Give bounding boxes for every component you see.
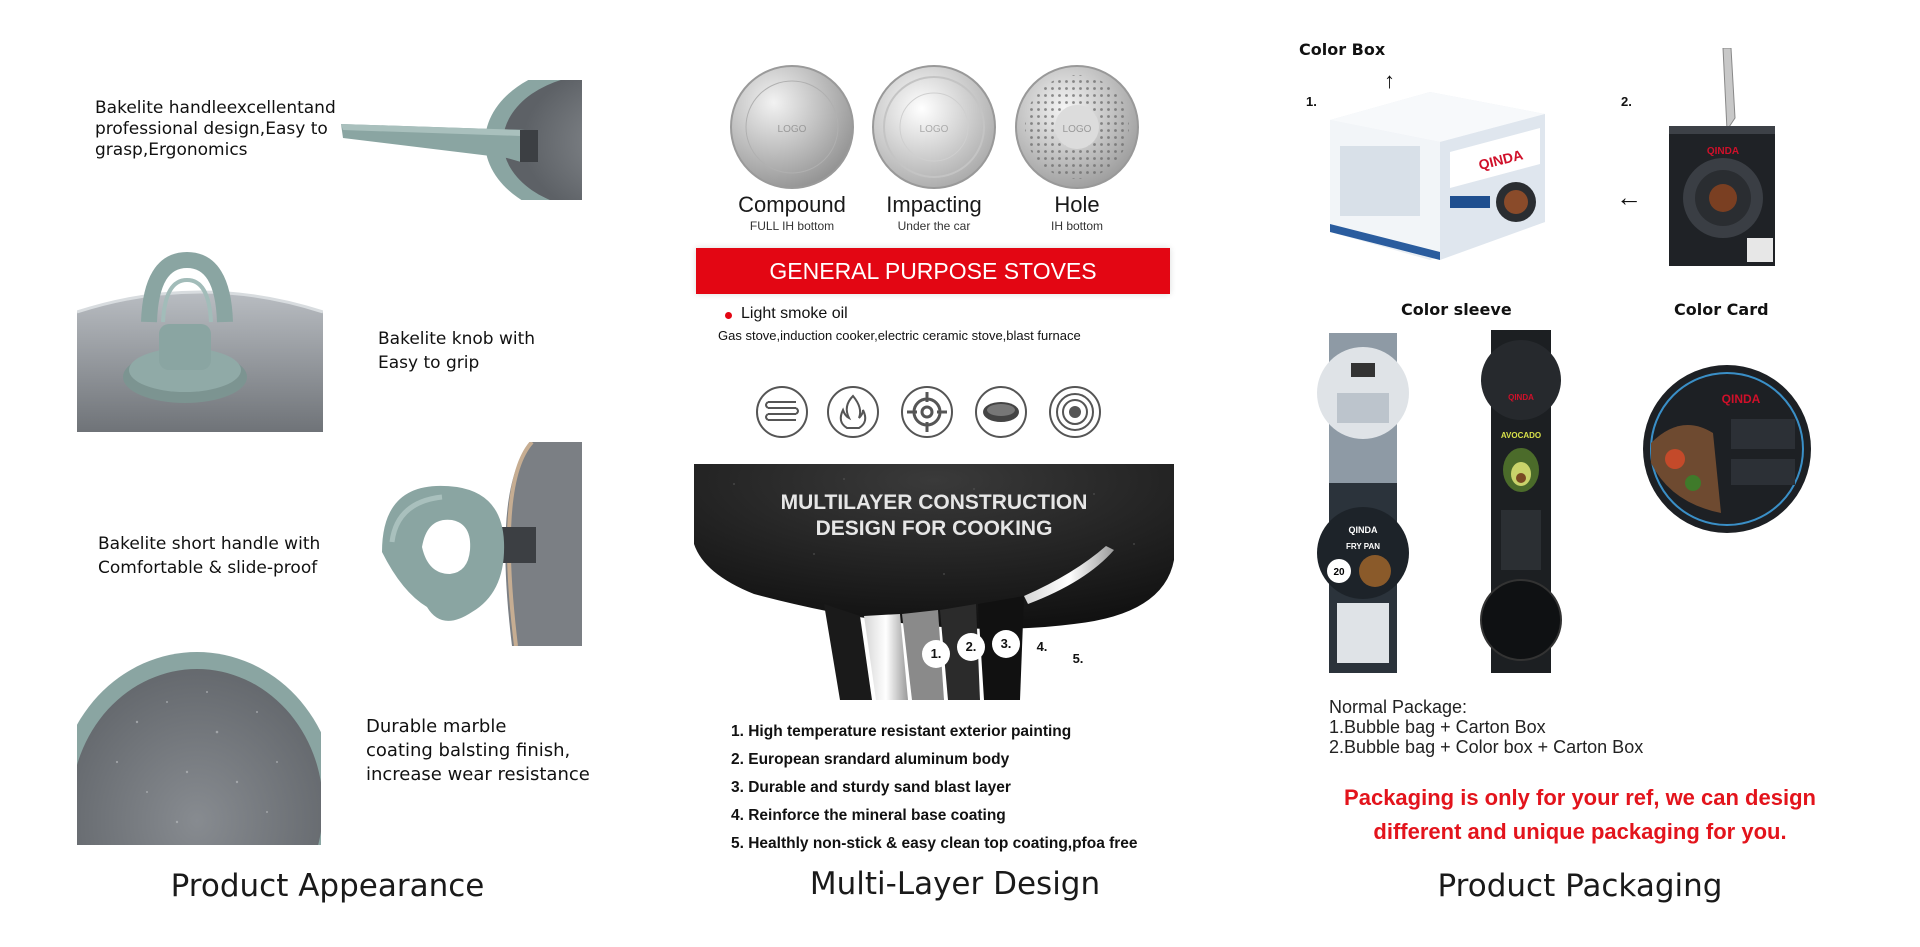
compound-sub: FULL IH bottom <box>749 219 835 233</box>
smoke-oil-text: Light smoke oil <box>741 305 848 322</box>
compound-label: Compound <box>738 192 846 217</box>
color-card-image: QINDA <box>1641 363 1813 535</box>
feature-short-handle-text: Bakelite short handle with Comfortable &… <box>98 534 321 578</box>
marble-pan-photo <box>77 652 321 845</box>
layer-item: 2. European srandard aluminum body <box>731 751 1010 768</box>
color-card-heading: Color Card <box>1674 300 1769 319</box>
package-number-1: 1. <box>1306 94 1317 109</box>
sleeve-box-image: QINDA <box>1667 47 1779 268</box>
product-appearance-panel: Bakelite handleexcellentand professional… <box>0 0 600 947</box>
svg-text:QINDA: QINDA <box>1722 392 1761 406</box>
impacting-bottom-disc: LOGO <box>871 64 997 190</box>
layer-item: 4. Reinforce the mineral base coating <box>731 807 1006 824</box>
feature-marble-text: Durable marble coating balsting finish, … <box>366 716 590 785</box>
impacting-sub: Under the car <box>897 219 971 233</box>
avocado-sleeve-image: QINDA AVOCADO <box>1475 330 1567 673</box>
svg-text:AVOCADO: AVOCADO <box>1501 431 1541 440</box>
impacting-label: Impacting <box>886 192 982 217</box>
color-sleeve-heading: Color sleeve <box>1401 300 1512 319</box>
stove-types-text: Gas stove,induction cooker,electric cera… <box>718 328 1081 343</box>
short-handle-photo <box>372 442 582 646</box>
hole-bottom-disc: LOGO <box>1014 64 1140 190</box>
ceramic-plate-icon <box>975 386 1027 438</box>
feature-handle-text: Bakelite handleexcellentand professional… <box>95 98 336 160</box>
package-number-2: 2. <box>1621 94 1632 109</box>
layer-badge-4: 4. <box>1028 633 1056 661</box>
normal-package-info: Normal Package: 1.Bubble bag + Carton Bo… <box>1329 697 1644 757</box>
hole-sub: IH bottom <box>1050 219 1104 233</box>
compound-bottom-disc: LOGO <box>729 64 855 190</box>
multi-layer-caption: Multi-Layer Design <box>809 866 1101 902</box>
svg-text:LOGO: LOGO <box>1063 124 1092 135</box>
feature-knob-text: Bakelite knob with Easy to grip <box>378 329 536 373</box>
up-arrow-icon: ↑ <box>1384 68 1395 93</box>
svg-text:LOGO: LOGO <box>920 124 949 135</box>
electric-hob-icon <box>1049 386 1101 438</box>
layer-item: 3. Durable and sturdy sand blast layer <box>731 779 1011 796</box>
svg-text:QINDA: QINDA <box>1707 146 1739 157</box>
packaging-note: Packaging is only for your ref, we can d… <box>1344 785 1816 844</box>
long-handle-photo <box>335 80 582 200</box>
layer-badge-1: 1. <box>922 640 950 668</box>
smoke-oil-bullet <box>725 312 732 319</box>
layer-badge-5: 5. <box>1064 645 1092 673</box>
svg-text:QINDA: QINDA <box>1349 525 1379 535</box>
svg-text:LOGO: LOGO <box>778 124 807 135</box>
layer-badge-3: 3. <box>992 630 1020 658</box>
svg-text:20: 20 <box>1333 567 1345 578</box>
knob-lid-photo <box>77 252 323 432</box>
layer-list: 1. High temperature resistant exterior p… <box>731 718 1138 858</box>
hole-label: Hole <box>1054 192 1100 217</box>
gas-flame-icon <box>827 386 879 438</box>
general-purpose-stoves-banner: GENERAL PURPOSE STOVES <box>696 248 1170 294</box>
construction-title: MULTILAYER CONSTRUCTION DESIGN FOR COOKI… <box>780 491 1088 540</box>
layer-badge-2: 2. <box>957 633 985 661</box>
product-packaging-caption: Product Packaging <box>1437 868 1723 904</box>
product-appearance-caption: Product Appearance <box>170 868 485 904</box>
layer-item: 1. High temperature resistant exterior p… <box>731 723 1072 740</box>
color-box-heading: Color Box <box>1299 40 1386 59</box>
gas-burner-icon <box>901 386 953 438</box>
left-arrow-icon: ← <box>1616 182 1642 212</box>
color-box-image: QINDA <box>1330 92 1545 260</box>
induction-coil-icon <box>756 386 808 438</box>
fry-pan-sleeve-image: QINDA FRY PAN 20 <box>1315 333 1411 673</box>
svg-text:QINDA: QINDA <box>1508 393 1534 402</box>
layer-item: 5. Healthly non-stick & easy clean top c… <box>731 835 1138 852</box>
svg-text:FRY PAN: FRY PAN <box>1346 542 1380 551</box>
